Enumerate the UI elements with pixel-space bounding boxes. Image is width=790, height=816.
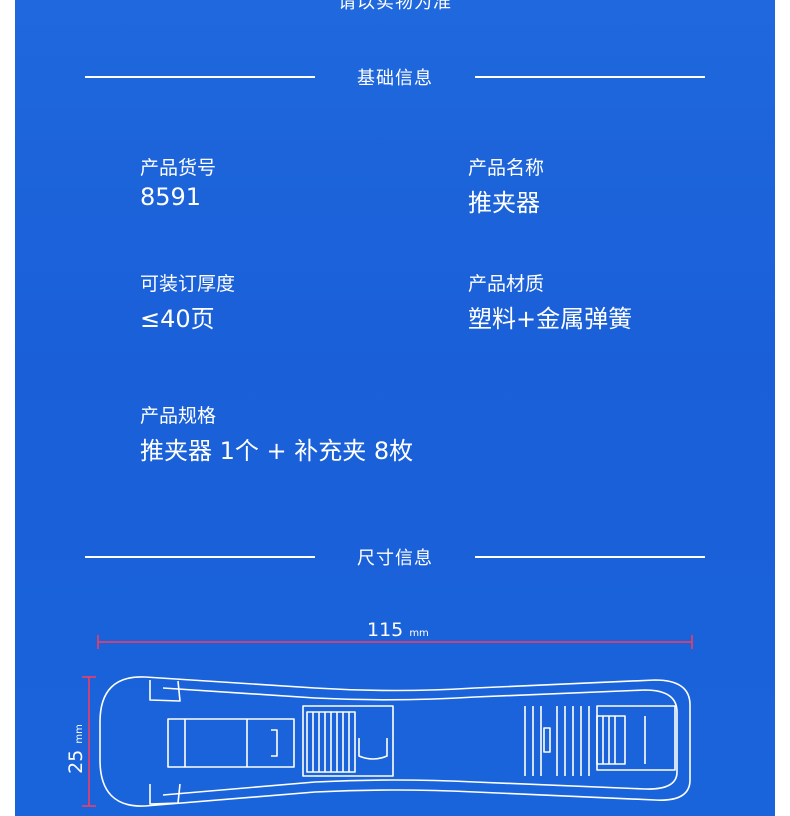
name-value: 推夹器: [468, 189, 540, 217]
thickness-label: 可装订厚度: [140, 273, 236, 295]
divider-left-dimension: [85, 556, 315, 558]
material-label: 产品材质: [468, 273, 545, 295]
length-unit: mm: [409, 628, 429, 639]
divider-left-basic: [85, 76, 315, 78]
product-line-drawing: [82, 635, 693, 807]
length-value: 115: [367, 619, 404, 641]
name-label: 产品名称: [468, 157, 545, 179]
spec-label: 产品规格: [140, 405, 217, 427]
length-dimension-line: [97, 635, 693, 649]
product-detail-panel: 请以实物为准 基础信息 产品货号 8591 产品名称 推夹器 可装订厚度 ≤40…: [15, 0, 775, 816]
item-no-value: 8591: [140, 183, 202, 211]
item-no-label: 产品货号: [140, 157, 217, 179]
width-dimension-line: [82, 676, 96, 807]
section-title-basic: 基础信息: [357, 68, 433, 89]
length-dimension-label: 115 mm: [367, 619, 429, 641]
thickness-value: ≤40页: [140, 305, 215, 333]
divider-right-basic: [475, 76, 705, 78]
section-title-dimension: 尺寸信息: [357, 548, 433, 569]
top-cut-text: 请以实物为准: [338, 0, 452, 13]
material-value: 塑料+金属弹簧: [468, 305, 633, 333]
divider-right-dimension: [475, 556, 705, 558]
spec-value: 推夹器 1个 + 补充夹 8枚: [140, 437, 414, 465]
product-outline: [99, 676, 691, 807]
